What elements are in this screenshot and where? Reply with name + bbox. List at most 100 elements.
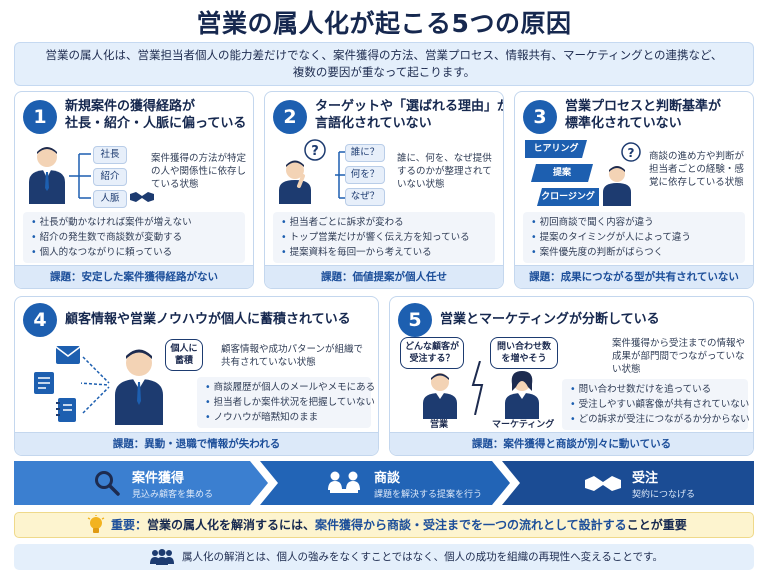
bullet-item: ノウハウが暗黙知のまま — [205, 410, 365, 425]
cause-bullets: 商談履歴が個人のメールやメモにある 担当者しか案件状況を把握していない ノウハウ… — [197, 377, 376, 428]
cause-issue: 課題：異動・退職で情報が失われる — [15, 432, 378, 455]
team-icon — [150, 549, 174, 565]
footer-note: 属人化の解消とは、個人の強みをなくすことではなく、個人の成功を組織の再現性へ変え… — [14, 544, 754, 570]
cause-title: ターゲットや「選ばれる理由」が 言語化されていない — [315, 98, 503, 132]
key-point-text: 重要：営業の属人化を解消するには、案件獲得から商談・受注までを一つの流れとして設… — [111, 513, 687, 537]
puzzled-person-icon: ? — [603, 142, 641, 206]
cause-issue: 課題：案件獲得と商談が別々に動いている — [390, 432, 753, 455]
sales-label: 営業 — [430, 420, 449, 430]
marketing-person-icon — [505, 371, 539, 419]
cause-bullets: 初回商談で聞く内容が違う 提案のタイミングが人によって違う 案件優先度の判断がば… — [523, 212, 745, 263]
businessman-icon — [29, 147, 65, 204]
cause-description: 誰に、何を、なぜ提供するのかが整理されていない状態 — [397, 153, 492, 190]
mail-icon — [55, 346, 81, 364]
lightbulb-icon — [87, 515, 105, 533]
bullet-item: 案件優先度の判断がばらつく — [531, 245, 739, 260]
cause-card-4: 4 顧客情報や営業ノウハウが個人に蓄積されている 個人に蓄積 顧客情報や成功パタ… — [14, 296, 379, 456]
source-tag-referral: 紹介 — [93, 168, 127, 186]
intro-line-1: 営業の属人化は、営業担当者個人の能力差だけでなく、案件獲得の方法、営業プロセス、… — [45, 48, 723, 62]
marketing-label: マーケティング — [492, 420, 555, 430]
notebook-icon — [56, 398, 76, 422]
process-step-closing: クロージング — [537, 188, 599, 206]
cause-title-line: 営業プロセスと判断基準が — [565, 99, 722, 114]
accumulated-bubble: 個人に蓄積 — [165, 339, 203, 371]
cause-title: 顧客情報や営業ノウハウが個人に蓄積されている — [65, 312, 351, 327]
connector-lines — [69, 153, 91, 199]
key-point-label: 重要： — [111, 518, 148, 532]
bullet-item: 担当者ごとに訴求が変わる — [281, 215, 489, 230]
cause-description: 商談の進め方や判断が担当者ごとの経験・感覚に依存している状態 — [649, 151, 745, 188]
flow-step-sub: 契約につなげる — [632, 490, 696, 500]
bullet-item: 提案のタイミングが人によって違う — [531, 230, 739, 245]
marketing-speech-bubble: 問い合わせ数を増やそう — [490, 337, 558, 369]
thinking-person-icon: ? — [279, 139, 326, 204]
cause-title: 営業プロセスと判断基準が 標準化されていない — [565, 98, 721, 132]
arrow-lines — [81, 356, 110, 414]
search-icon — [95, 471, 120, 496]
cause-description: 案件獲得の方法が特定の人や関係性に依存している状態 — [151, 153, 247, 190]
bullet-item: 問い合わせ数だけを追っている — [570, 382, 742, 397]
cause-title-line: 言語化されていない — [315, 116, 432, 131]
cause-title-line: 標準化されていない — [565, 116, 682, 131]
document-icon — [34, 372, 54, 394]
key-point-part1: 営業の属人化を解消するには、 — [147, 518, 316, 532]
cause-number: 3 — [523, 100, 557, 134]
bullet-item: 紹介の発生数で商談数が変動する — [31, 230, 239, 245]
cause-description: 案件獲得から受注までの情報や成果が部門間でつながっていない状態 — [612, 338, 746, 375]
businessman-icon — [115, 349, 163, 425]
cause-bullets: 社長が動かなければ案件が増えない 紹介の発生数で商談数が変動する 個人的なつなが… — [23, 212, 245, 263]
cause-title-line: 社長・紹介・人脈に偏っている — [65, 116, 247, 131]
flow-step-sub: 見込み顧客を集める — [132, 490, 214, 500]
cause-number: 4 — [23, 303, 57, 337]
cause-title: 新規案件の獲得経路が 社長・紹介・人脈に偏っている — [65, 98, 246, 132]
bullet-item: 社長が動かなければ案件が増えない — [31, 215, 239, 230]
cause-issue: 課題：安定した案件獲得経路がない — [15, 265, 253, 288]
cause-description: 顧客情報や成功パターンが組織で共有されていない状態 — [221, 344, 364, 368]
intro-box: 営業の属人化は、営業担当者個人の能力差だけでなく、案件獲得の方法、営業プロセス、… — [14, 42, 754, 86]
footer-text: 属人化の解消とは、個人の強みをなくすことではなく、個人の成功を組織の再現性へ変え… — [182, 551, 664, 563]
cause-card-2: 2 ターゲットや「選ばれる理由」が 言語化されていない ? 誰に？ 何を？ なぜ… — [264, 91, 504, 289]
sales-flow: 案件獲得 見込み顧客を集める 商談 課題を解決する提案を行う 受注 契約につなげ… — [14, 461, 754, 505]
bullet-item: 初回商談で聞く内容が違う — [531, 215, 739, 230]
cause-issue: 課題：成果につながる型が共有されていない — [515, 265, 753, 288]
flow-step-label: 受注 — [632, 471, 659, 486]
bullet-item: どの訴求が受注につながるか分からない — [570, 412, 750, 427]
cause-bullets: 担当者ごとに訴求が変わる トップ営業だけが響く伝え方を知っている 提案資料を毎回… — [273, 212, 495, 263]
key-point-part2: ことが重要 — [626, 518, 687, 532]
cause-title-line: 新規案件の獲得経路が — [65, 99, 196, 114]
process-step-proposal: 提案 — [531, 164, 593, 182]
sales-speech-bubble: どんな顧客が受注する？ — [400, 337, 464, 369]
bullet-item: 提案資料を毎回一から考えている — [281, 245, 489, 260]
flow-arrows — [14, 461, 754, 505]
source-tag-network: 人脈 — [93, 190, 127, 208]
intro-line-2: 複数の要因が重なって起こります。 — [292, 65, 476, 79]
page-title: 営業の属人化が起こる5つの原因 — [196, 9, 572, 38]
bullet-item: 担当者しか案件状況を把握していない — [205, 395, 375, 410]
cause-card-3: 3 営業プロセスと判断基準が 標準化されていない ヒアリング 提案 クロージング… — [514, 91, 754, 289]
flow-step-label: 案件獲得 — [132, 471, 185, 486]
question-tag-who: 誰に？ — [345, 144, 385, 162]
cause-number: 1 — [23, 100, 57, 134]
key-point-banner: 重要：営業の属人化を解消するには、案件獲得から商談・受注までを一つの流れとして設… — [14, 512, 754, 538]
svg-text:?: ? — [628, 146, 635, 160]
cause-number: 5 — [398, 303, 432, 337]
source-tag-president: 社長 — [93, 146, 127, 164]
cause-card-5: 5 営業とマーケティングが分断している どんな顧客が受注する？ 問い合わせ数を増… — [389, 296, 754, 456]
split-lightning-icon — [471, 361, 484, 415]
bullet-item: 受注しやすい顧客像が共有されていない — [570, 397, 750, 412]
bullet-item: トップ営業だけが響く伝え方を知っている — [281, 230, 489, 245]
question-tag-why: なぜ？ — [345, 188, 385, 206]
flow-step-label: 商談 — [374, 471, 401, 486]
bullet-item: 商談履歴が個人のメールやメモにある — [205, 380, 376, 395]
cause-number: 2 — [273, 100, 307, 134]
bracket-lines — [335, 151, 345, 199]
cause-bullets: 問い合わせ数だけを追っている 受注しやすい顧客像が共有されていない どの訴求が受… — [562, 379, 750, 430]
key-point-emphasis: 案件獲得から商談・受注までを一つの流れとして設計する — [315, 518, 627, 532]
sales-person-icon — [423, 373, 457, 419]
handshake-icon — [585, 476, 621, 491]
cause-title: 営業とマーケティングが分断している — [440, 312, 660, 327]
handshake-icon — [130, 192, 154, 202]
question-tag-what: 何を？ — [345, 166, 385, 184]
cause-card-1: 1 新規案件の獲得経路が 社長・紹介・人脈に偏っている 社長 紹介 人脈 案件獲… — [14, 91, 254, 289]
process-step-hearing: ヒアリング — [525, 140, 587, 158]
